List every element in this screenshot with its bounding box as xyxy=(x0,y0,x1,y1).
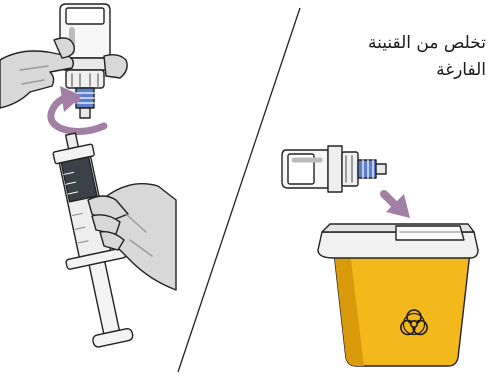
sharps-container xyxy=(318,224,478,366)
drop-arrow-icon xyxy=(384,194,410,218)
vial-and-syringe-scene xyxy=(0,4,176,350)
disposal-scene xyxy=(282,146,478,366)
instruction-line-1: تخلص من القنينة xyxy=(318,30,486,57)
panel-divider xyxy=(178,8,300,372)
instruction-line-2: الفارغة xyxy=(318,57,486,84)
instruction-caption: تخلص من القنينة الفارغة xyxy=(318,30,486,84)
empty-vial xyxy=(282,146,386,192)
